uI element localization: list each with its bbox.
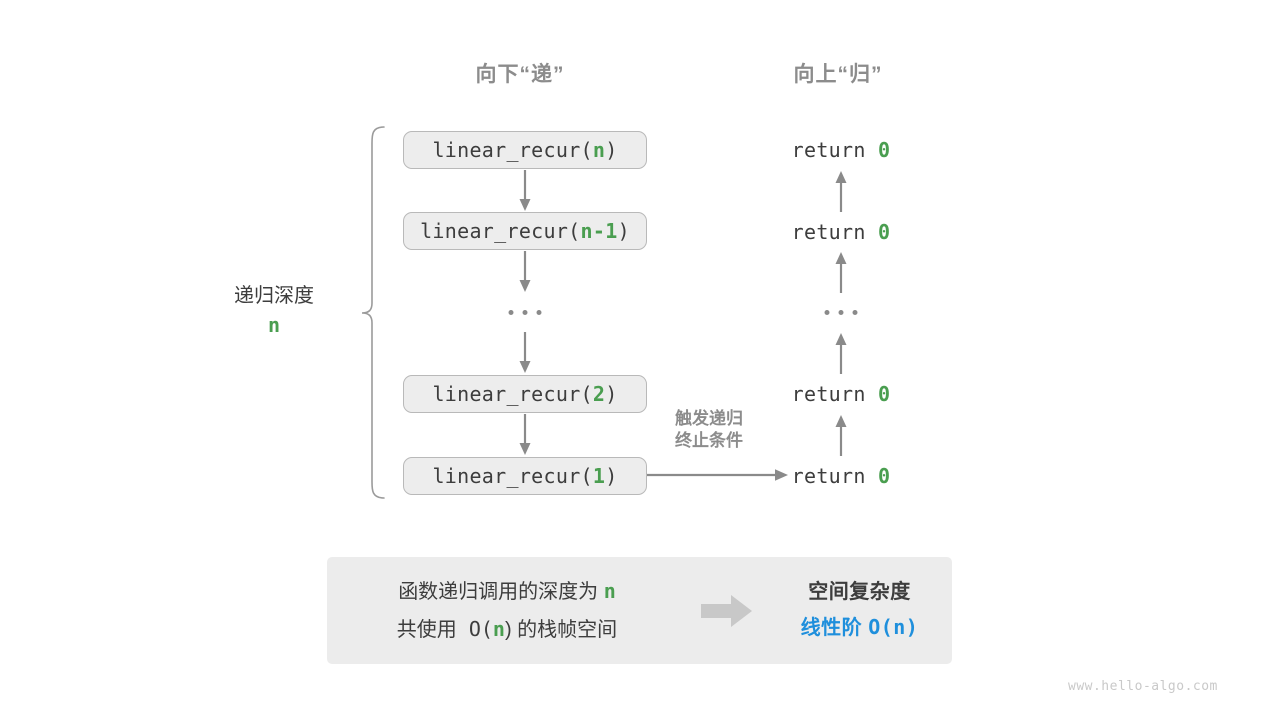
return-label-0: return 0 <box>792 138 891 162</box>
base-case-note-line1: 触发递归 <box>675 409 743 428</box>
return-keyword-2: return <box>791 382 866 406</box>
return-label-2: return 0 <box>792 382 891 406</box>
call-frame-prefix-3: linear_recur( <box>432 464 593 488</box>
call-frame-arg-0: n <box>592 138 606 162</box>
heading-recursion-up: 向上“归” <box>793 63 883 86</box>
call-stack-ellipsis-left <box>508 310 542 315</box>
return-arrow-up-2 <box>833 332 849 374</box>
call-frame-suffix-0: ) <box>605 138 618 162</box>
call-frame-suffix-3: ) <box>605 464 618 488</box>
call-frame-box-0: linear_recur(n) <box>403 131 647 169</box>
call-frame-prefix-1: linear_recur( <box>420 219 581 243</box>
call-frame-suffix-1: ) <box>617 219 630 243</box>
call-arrow-down-3 <box>517 414 533 456</box>
return-keyword-1: return <box>791 220 866 244</box>
recursion-depth-label: 递归深度 n <box>234 282 314 340</box>
call-frame-arg-2: 2 <box>592 382 606 406</box>
right-block-arrow-icon <box>701 594 752 627</box>
return-value-1: 0 <box>878 220 891 244</box>
return-keyword-0: return <box>791 138 866 162</box>
summary-line-2-text-b: ) 的栈帧空间 <box>504 618 618 641</box>
call-frame-box-1: linear_recur(n-1) <box>403 212 647 250</box>
call-frame-arg-1: n-1 <box>580 219 618 243</box>
dot-icon <box>522 310 528 315</box>
complexity-summary-panel: 函数递归调用的深度为 n 共使用 O(n) 的栈帧空间 空间复杂度 线性阶 O(… <box>327 557 952 664</box>
summary-result-order: 线性阶 <box>800 617 869 639</box>
summary-result-value: 线性阶 O(n) <box>767 610 952 646</box>
depth-label-value: n <box>267 313 281 337</box>
dot-icon <box>852 310 858 315</box>
summary-result-title: 空间复杂度 <box>808 581 911 603</box>
summary-line-1-text: 函数递归调用的深度为 <box>398 580 604 603</box>
base-case-note: 触发递归 终止条件 <box>675 408 743 452</box>
base-case-note-line2: 终止条件 <box>675 430 743 450</box>
return-value-3: 0 <box>878 464 891 488</box>
return-arrow-up-0 <box>833 170 849 212</box>
dot-icon <box>824 310 830 315</box>
return-arrow-up-1 <box>833 251 849 293</box>
return-value-0: 0 <box>878 138 891 162</box>
call-arrow-down-0 <box>517 170 533 212</box>
call-frame-prefix-2: linear_recur( <box>432 382 593 406</box>
return-label-3: return 0 <box>792 464 891 488</box>
summary-result: 空间复杂度 线性阶 O(n) <box>767 575 952 646</box>
call-arrow-down-2 <box>517 332 533 374</box>
call-frame-box-3: linear_recur(1) <box>403 457 647 495</box>
return-value-2: 0 <box>878 382 891 406</box>
summary-result-expr: O(n) <box>868 615 919 639</box>
dot-icon <box>838 310 844 315</box>
summary-line-1-var: n <box>603 578 616 603</box>
recursion-depth-bracket-icon <box>358 125 388 500</box>
return-stack-ellipsis-right <box>824 310 858 315</box>
heading-recursion-down: 向下“递” <box>475 63 565 86</box>
return-keyword-3: return <box>791 464 866 488</box>
depth-label-text: 递归深度 <box>234 285 314 307</box>
return-arrow-up-3 <box>833 414 849 456</box>
dot-icon <box>536 310 542 315</box>
summary-line-2-var: n <box>492 616 505 641</box>
dot-icon <box>508 310 514 315</box>
call-frame-prefix-0: linear_recur( <box>432 138 593 162</box>
call-arrow-down-1 <box>517 251 533 293</box>
site-watermark: www.hello-algo.com <box>1068 679 1218 694</box>
summary-line-2: 共使用 O(n) 的栈帧空间 <box>327 611 687 649</box>
summary-line-1: 函数递归调用的深度为 n <box>327 573 687 611</box>
call-frame-arg-3: 1 <box>592 464 606 488</box>
summary-description: 函数递归调用的深度为 n 共使用 O(n) 的栈帧空间 <box>327 573 687 649</box>
call-frame-suffix-2: ) <box>605 382 618 406</box>
return-label-1: return 0 <box>792 220 891 244</box>
base-case-arrow <box>647 466 789 484</box>
summary-line-2-text-a: 共使用 O( <box>396 616 493 641</box>
summary-implies-arrow <box>687 594 767 628</box>
call-frame-box-2: linear_recur(2) <box>403 375 647 413</box>
